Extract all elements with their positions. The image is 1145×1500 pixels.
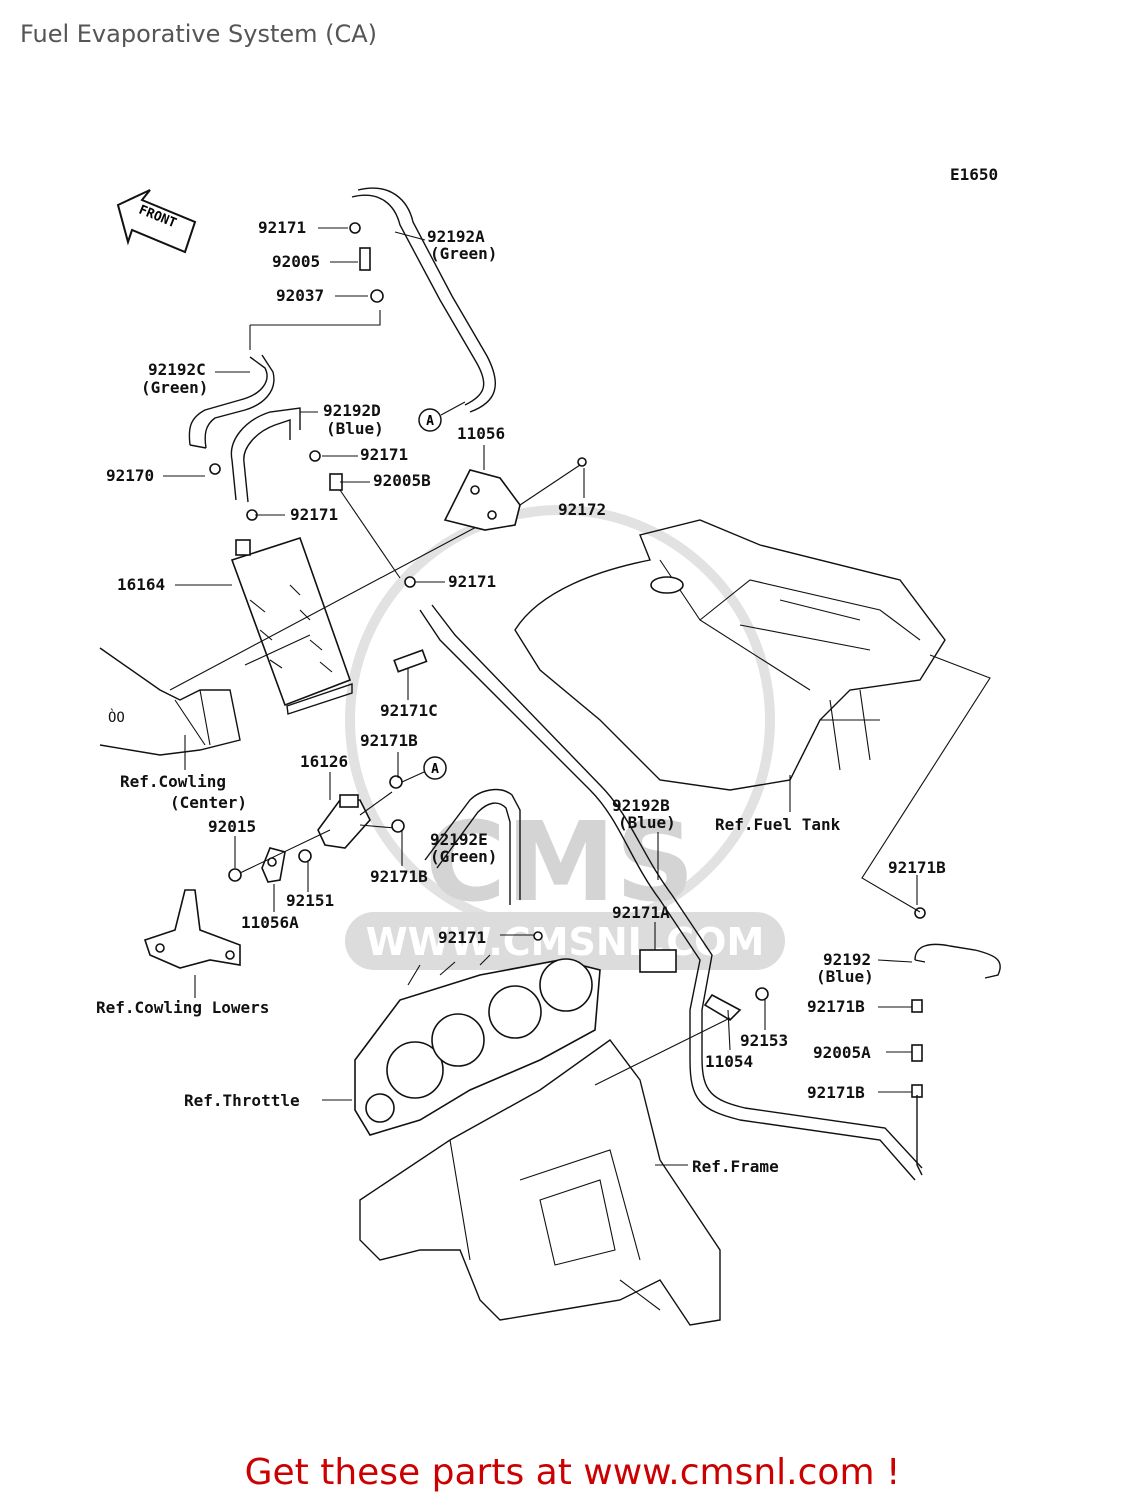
label-16164: 16164 (117, 575, 165, 594)
label-92171C: 92171C (380, 701, 438, 720)
label-ref-cowling: Ref.Cowling (120, 772, 226, 791)
label-92171-4: 92171 (448, 572, 496, 591)
label-11056A: 11056A (241, 913, 299, 932)
hose-92192 (914, 943, 1001, 979)
label-92172: 92172 (558, 500, 606, 519)
throttle-body-shape (354, 954, 601, 1136)
label-11056: 11056 (457, 424, 505, 443)
frame-shape (359, 1039, 721, 1326)
footer-parts-link[interactable]: Get these parts at www.cmsnl.com ! (244, 1452, 901, 1493)
label-ref-fuel-tank: Ref.Fuel Tank (715, 815, 841, 834)
label-92171B-top-right: 92171B (888, 858, 946, 877)
label-92171B-2: 92171B (370, 867, 428, 886)
label-92171: 92171 (258, 218, 306, 237)
ref-mark-a-top: A (418, 401, 466, 432)
hose-92192A (351, 187, 496, 413)
ref-cowling-lowers-shape (143, 889, 241, 969)
svg-text:ÒO: ÒO (108, 708, 125, 726)
label-92192B-color: (Blue) (618, 813, 676, 832)
label-92192A: 92192A (427, 227, 485, 246)
svg-text:A: A (431, 762, 439, 777)
label-92192D-color: (Blue) (326, 419, 384, 438)
part-labels: 92171 92192A (Green) 92005 92037 92192C … (96, 218, 946, 1176)
label-92192C-color: (Green) (141, 378, 208, 397)
page-title: Fuel Evaporative System (CA) (20, 20, 378, 48)
label-92192B: 92192B (612, 796, 670, 815)
front-arrow-icon: FRONT (116, 189, 197, 254)
hose-92192E (424, 788, 521, 905)
label-92192-color: (Blue) (816, 967, 874, 986)
label-92171A: 92171A (612, 903, 670, 922)
svg-text:A: A (426, 414, 434, 429)
label-92171B-right-1: 92171B (807, 997, 865, 1016)
label-92192D: 92192D (323, 401, 381, 420)
label-ref-frame: Ref.Frame (692, 1157, 779, 1176)
hose-92192B (419, 604, 923, 1181)
label-92171-3: 92171 (290, 505, 338, 524)
leader-lines (163, 227, 991, 1166)
bracket-11056A (228, 829, 331, 883)
hose-92192C (188, 354, 275, 449)
label-92015: 92015 (208, 817, 256, 836)
label-92005B: 92005B (373, 471, 431, 490)
label-92171B-right-2: 92171B (807, 1083, 865, 1102)
ref-cowling-center-shape: ÒO (99, 647, 241, 756)
label-92153: 92153 (740, 1031, 788, 1050)
label-92192: 92192 (823, 950, 871, 969)
hose-92192D (230, 407, 301, 503)
diagram-code: E1650 (950, 165, 998, 184)
label-92192E-color: (Green) (430, 847, 497, 866)
label-92170: 92170 (106, 466, 154, 485)
small-fittings (209, 222, 926, 1022)
watermark-url: WWW.CMSNL.COM (366, 920, 765, 964)
label-92005A: 92005A (813, 1043, 871, 1062)
label-92192C: 92192C (148, 360, 206, 379)
canister-16164 (230, 536, 353, 715)
label-92171-5: 92171 (438, 928, 486, 947)
label-92192A-color: (Green) (430, 244, 497, 263)
joint-92005A (911, 1044, 923, 1062)
label-92192E: 92192E (430, 830, 488, 849)
label-ref-throttle: Ref.Throttle (184, 1091, 300, 1110)
valve-16126 (317, 791, 396, 849)
guide-line-1 (169, 524, 481, 691)
label-ref-cowling-lowers: Ref.Cowling Lowers (96, 998, 269, 1017)
ref-mark-a-mid: A (401, 756, 447, 783)
fuel-tank-shape (514, 519, 946, 791)
label-92037: 92037 (276, 286, 324, 305)
clamp-92171B-right-1 (911, 999, 923, 1013)
label-92171B-1: 92171B (360, 731, 418, 750)
label-92171-2: 92171 (360, 445, 408, 464)
label-16126: 16126 (300, 752, 348, 771)
label-92151: 92151 (286, 891, 334, 910)
label-ref-cowling-center: (Center) (170, 793, 247, 812)
bracket-11056 (443, 457, 587, 531)
label-92005: 92005 (272, 252, 320, 271)
label-11054: 11054 (705, 1052, 753, 1071)
